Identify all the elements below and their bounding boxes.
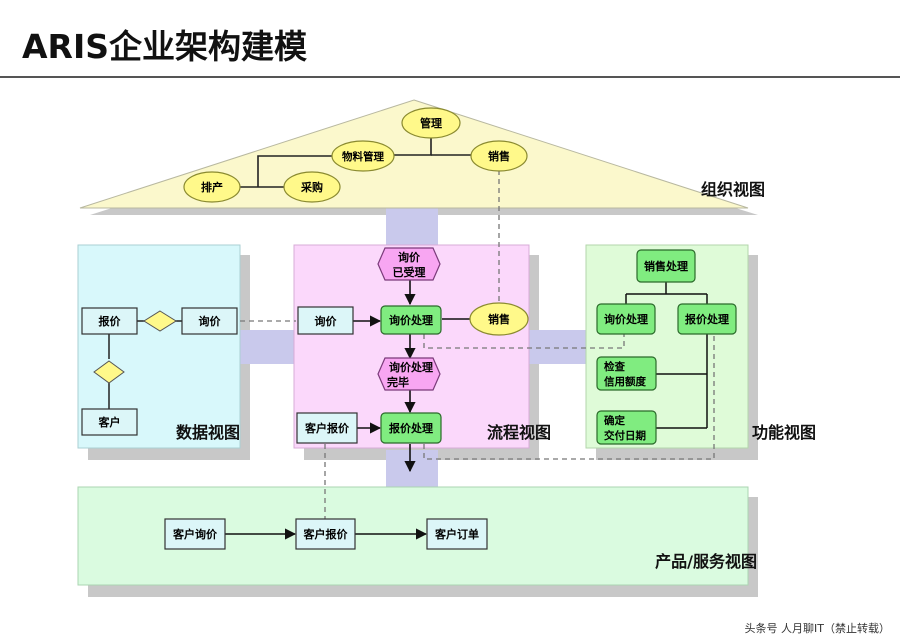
function-quote-processing: 报价处理 — [677, 303, 737, 335]
function-inquiry-processing: 询价处理 — [596, 303, 656, 335]
org-unit-sales: 销售 — [470, 140, 528, 172]
process-role-sales-label: 销售 — [488, 312, 510, 326]
process-event-inquiry-done-line2: 完毕 — [387, 375, 409, 389]
page-title: ARIS企业架构建模 — [22, 27, 307, 66]
function-check-credit: 检查 信用额度 — [596, 356, 657, 391]
org-unit-schedule: 排产 — [183, 171, 241, 203]
process-flow-lines — [353, 280, 470, 473]
data-relation-diamond-1 — [143, 310, 177, 332]
data-view-label: 数据视图 — [176, 423, 240, 442]
product-view-label: 产品/服务视图 — [655, 552, 757, 571]
org-chart-lines — [239, 137, 473, 188]
function-inquiry-processing-label: 询价处理 — [604, 312, 648, 326]
process-role-sales: 销售 — [469, 302, 529, 336]
process-data-customer-quote-label: 客户报价 — [304, 421, 350, 435]
footer-credit: 头条号 人月聊IT（禁止转载） — [744, 622, 890, 635]
process-data-inquiry-label: 询价 — [315, 314, 338, 328]
org-unit-purchase: 采购 — [283, 171, 341, 203]
function-view-label: 功能视图 — [752, 423, 816, 442]
org-unit-management-label: 管理 — [420, 116, 442, 130]
product-customer-order-label: 客户订单 — [434, 527, 479, 541]
data-entity-customer: 客户 — [81, 408, 138, 436]
title-divider — [0, 76, 900, 78]
process-event-inquiry-done-line1: 询价处理 — [389, 360, 433, 374]
function-confirm-delivery-line1: 确定 — [604, 414, 625, 427]
function-confirm-delivery: 确定 交付日期 — [596, 410, 657, 445]
function-sales-processing-label: 销售处理 — [644, 259, 688, 273]
product-customer-inquiry-label: 客户询价 — [172, 527, 218, 541]
dashed-relations — [240, 170, 715, 520]
org-unit-material: 物料管理 — [331, 140, 395, 172]
process-data-inquiry: 询价 — [297, 306, 354, 335]
org-view-label: 组织视图 — [701, 180, 765, 199]
function-sales-processing: 销售处理 — [636, 249, 696, 283]
view-connectors — [240, 208, 587, 488]
process-function-inquiry-processing-label: 询价处理 — [389, 313, 433, 327]
product-customer-quote-label: 客户报价 — [303, 527, 349, 541]
process-function-inquiry-processing: 询价处理 — [380, 305, 442, 335]
process-function-quote-processing: 报价处理 — [380, 412, 442, 444]
org-unit-material-label: 物料管理 — [342, 150, 384, 163]
process-event-inquiry-accepted-line1: 询价 — [398, 250, 421, 264]
data-entity-customer-label: 客户 — [98, 415, 121, 429]
data-entity-quote-label: 报价 — [99, 314, 122, 328]
process-view-label: 流程视图 — [487, 423, 551, 442]
process-event-inquiry-accepted-line2: 已受理 — [393, 265, 426, 279]
org-view-roof — [79, 99, 749, 209]
data-entity-inquiry-label: 询价 — [199, 314, 222, 328]
function-confirm-delivery-line2: 交付日期 — [604, 429, 646, 442]
data-entity-inquiry: 询价 — [181, 307, 238, 335]
org-unit-sales-label: 销售 — [488, 149, 510, 163]
function-check-credit-line1: 检查 — [604, 360, 625, 373]
org-unit-schedule-label: 排产 — [201, 180, 223, 194]
org-unit-management: 管理 — [401, 107, 461, 139]
function-quote-processing-label: 报价处理 — [685, 312, 729, 326]
org-unit-purchase-label: 采购 — [300, 180, 323, 194]
data-entity-quote: 报价 — [81, 307, 138, 335]
process-event-inquiry-accepted: 询价 已受理 — [377, 247, 441, 281]
product-customer-order: 客户订单 — [426, 518, 488, 550]
process-event-inquiry-done: 询价处理 完毕 — [377, 357, 441, 391]
function-tree-lines — [625, 282, 708, 429]
process-function-quote-processing-label: 报价处理 — [389, 421, 433, 435]
process-data-customer-quote: 客户报价 — [296, 412, 358, 444]
function-check-credit-line2: 信用额度 — [604, 375, 646, 388]
product-customer-quote: 客户报价 — [295, 518, 356, 550]
data-relation-diamond-2 — [93, 360, 125, 384]
product-customer-inquiry: 客户询价 — [164, 518, 226, 550]
